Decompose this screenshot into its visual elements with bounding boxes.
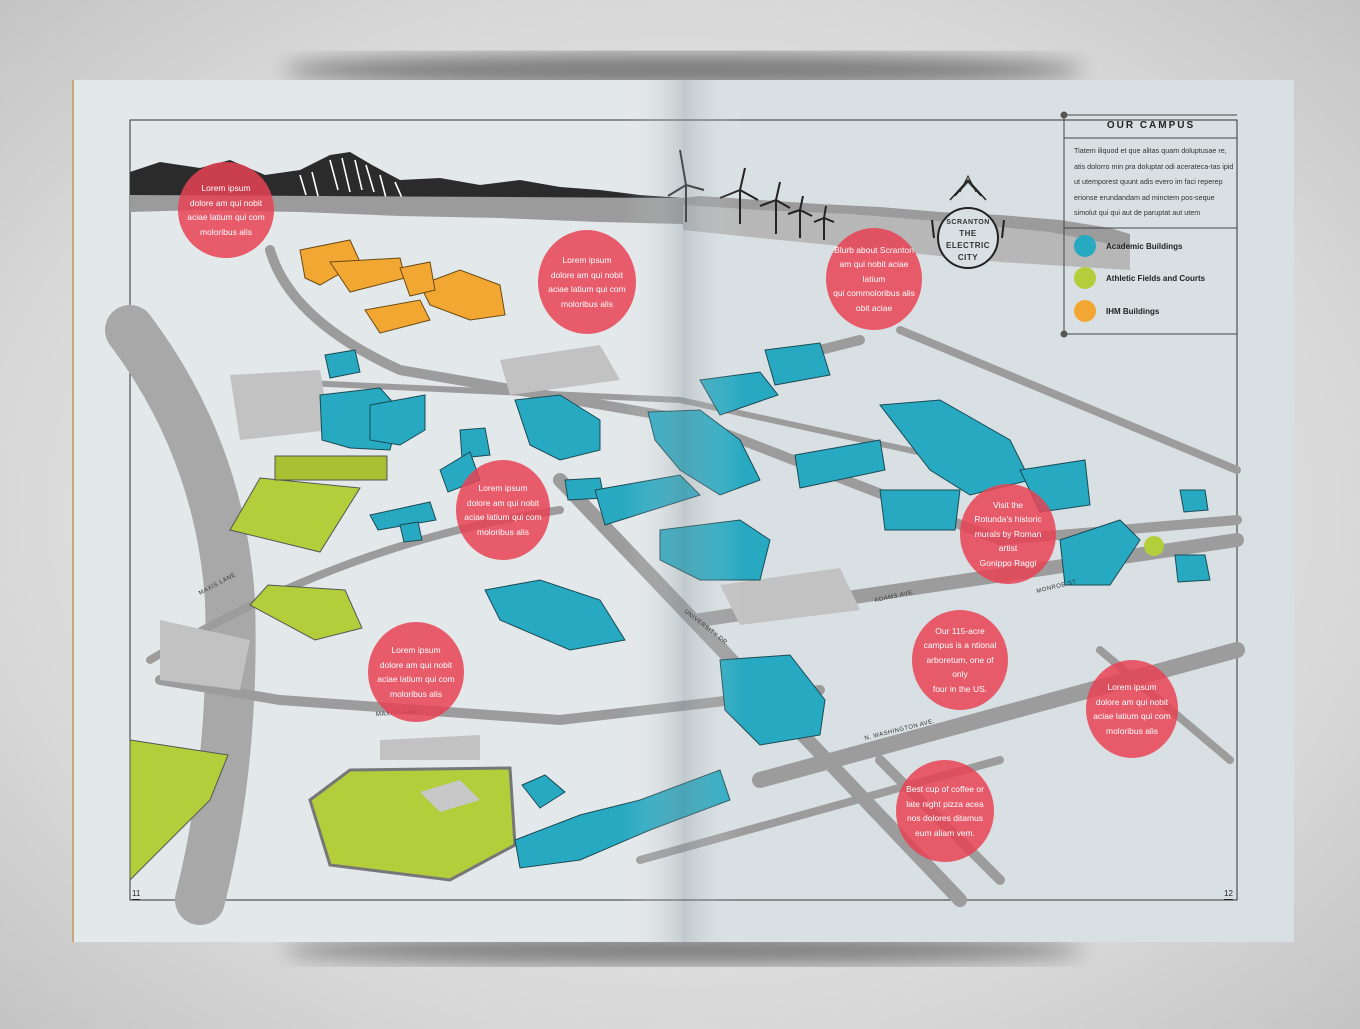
athletic-fields: [129, 455, 1164, 882]
callout-bubble: Lorem ipsum dolore am qui nobit aciae la…: [1086, 660, 1178, 758]
legend-title: OUR CAMPUS: [1106, 120, 1196, 131]
legend-item-academic: Academic Buildings: [1074, 235, 1182, 257]
page-number-left: 11: [132, 889, 141, 900]
callout-bubble: Lorem ipsum dolore am qui nobit aciae la…: [538, 230, 636, 334]
logo-top-text: SCRANTON: [946, 219, 990, 226]
legend-item-ihm: IHM Buildings: [1074, 300, 1159, 322]
callout-bubble: Lorem ipsum dolore am qui nobit aciae la…: [178, 162, 274, 258]
mountain-streaks: [299, 157, 403, 199]
legend-body: Tiatem iliquod et que alitas quam dolupt…: [1074, 146, 1234, 217]
legend-pin-top: [1060, 111, 1068, 119]
legend-panel: OUR CAMPUS Tiatem iliquod et que alitas …: [1064, 115, 1238, 333]
ihm-dot-icon: [1074, 300, 1096, 322]
callout-bubble: Blurb about Scranton am qui nobit aciae …: [826, 228, 922, 330]
athletic-dot-icon: [1074, 267, 1096, 289]
ihm-buildings: [299, 239, 506, 334]
legend-frame: [1063, 114, 1237, 335]
callout-bubble: Best cup of coffee or late night pizza a…: [896, 760, 994, 862]
logo-bottom-text-1: ELECTRIC: [946, 241, 990, 250]
legend-label-ihm: IHM Buildings: [1106, 306, 1160, 316]
logo-bottom-text-2: CITY: [958, 253, 978, 262]
callout-bubble: Our 115-acre campus is a ntional arboret…: [912, 610, 1008, 710]
callout-bubble: Visit the Rotunda's historic murals by R…: [960, 484, 1056, 584]
callout-bubble: Lorem ipsum dolore am qui nobit aciae la…: [456, 460, 550, 560]
plazas: [160, 345, 860, 760]
page-number-right: 12: [1224, 889, 1233, 900]
hills-gray: [130, 195, 1130, 265]
academic-dot-icon: [1074, 235, 1096, 257]
spine-shade: [623, 80, 743, 942]
legend-label-athletic: Athletic Fields and Courts: [1106, 273, 1206, 283]
legend-pin-bottom: [1060, 330, 1068, 338]
callout-bubble: Lorem ipsum dolore am qui nobit aciae la…: [368, 622, 464, 722]
legend-item-athletic: Athletic Fields and Courts: [1074, 267, 1205, 289]
bottom-shadow: [283, 936, 1083, 964]
top-shadow: [283, 54, 1083, 86]
hills-light: [683, 205, 1130, 270]
scranton-logo: SCRANTON THE ELECTRIC CITY: [931, 174, 1005, 269]
logo-middle-text: THE: [959, 229, 977, 238]
legend-label-academic: Academic Buildings: [1106, 241, 1183, 251]
